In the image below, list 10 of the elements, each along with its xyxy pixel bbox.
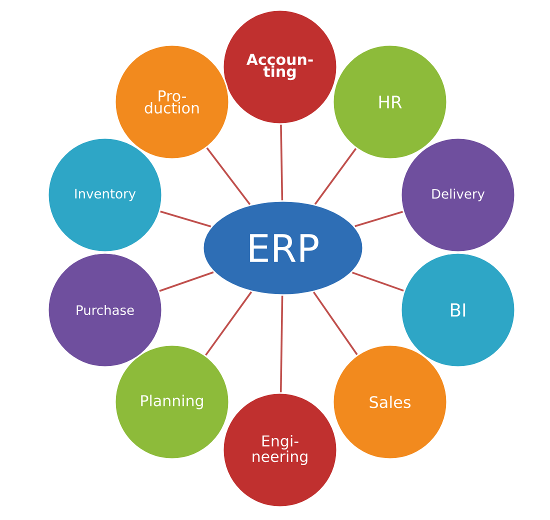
connector-line xyxy=(206,147,251,205)
connector-line xyxy=(205,291,252,356)
connector-line xyxy=(280,124,284,200)
connector-line xyxy=(312,292,358,356)
connector-line xyxy=(159,271,214,292)
connector-line xyxy=(352,272,404,292)
connector-line xyxy=(280,296,284,392)
connector-line xyxy=(160,210,212,228)
connector-line xyxy=(354,210,403,228)
connector-line xyxy=(314,148,357,205)
